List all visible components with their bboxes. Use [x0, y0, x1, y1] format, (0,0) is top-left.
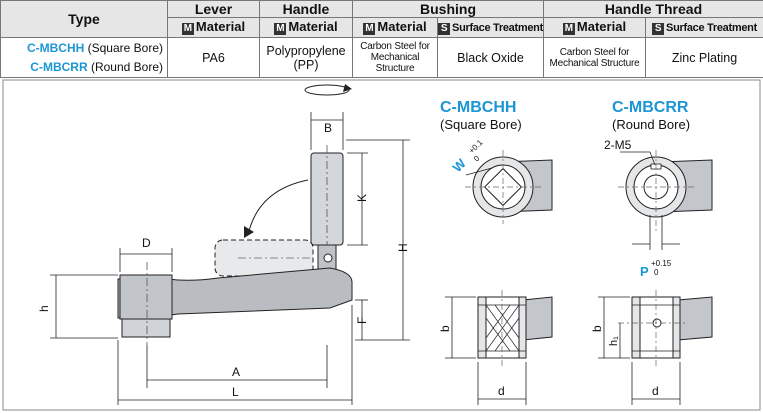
dim-K-label: K — [355, 194, 369, 202]
round-bore-subtitle: (Round Bore) — [612, 117, 690, 132]
square-bore-subtitle: (Square Bore) — [440, 117, 522, 132]
square-bore-title: C-MBCHH — [440, 99, 516, 116]
dim-W-tol-up: +0.1 — [467, 137, 485, 155]
technical-drawing: B K H F h D A L C-MBCHH (Square Bore) W … — [2, 79, 761, 411]
header-type: Type — [0, 0, 168, 38]
header-handle: Handle — [259, 0, 353, 18]
dim-B-label: B — [324, 121, 332, 135]
header-handle-thread: Handle Thread — [543, 0, 763, 18]
lever-material-value: PA6 — [167, 37, 260, 78]
dim-D-label: D — [142, 236, 151, 250]
square-bore-side-view — [477, 290, 553, 366]
grip-folded — [214, 239, 314, 277]
type-cell: C-MBCHH (Square Bore) C-MBCRR (Round Bor… — [0, 37, 168, 78]
material-badge-icon: M — [181, 23, 194, 35]
header-lever: Lever — [167, 0, 260, 18]
product-code: C-MBCRR — [30, 59, 88, 74]
product-code: C-MBCHH — [26, 40, 85, 55]
material-badge-icon: M — [363, 23, 376, 35]
round-bore-side-view — [618, 290, 713, 366]
dim-F-label: F — [355, 317, 369, 324]
dim-H-label: H — [396, 243, 410, 252]
dim-b-square-label: b — [438, 325, 452, 332]
type-row-round: C-MBCRR (Round Bore) — [30, 59, 163, 74]
handle-material-value: Polypropylene(PP) — [259, 37, 353, 78]
dim-h-label: h — [37, 305, 51, 312]
thread-label: 2-M5 — [604, 138, 632, 152]
dim-d-square-label: d — [498, 384, 505, 398]
dimension-lines — [50, 112, 410, 405]
dim-A-label: A — [232, 365, 240, 379]
bushing-surface-value: Black Oxide — [437, 37, 544, 78]
dim-W-label: W — [450, 155, 470, 175]
knob-screw-icon — [323, 253, 333, 263]
type-row-square: C-MBCHH (Square Bore) — [26, 40, 163, 55]
thread-surface-value: Zinc Plating — [645, 37, 763, 78]
rotation-arrow-icon — [304, 84, 350, 96]
dim-d-round-label: d — [652, 384, 659, 398]
spec-table: Type Lever Handle Bushing Handle Thread … — [0, 0, 763, 78]
dim-b-round-label: b — [590, 325, 604, 332]
surface-badge-icon: S — [652, 22, 665, 35]
dim-h1-label: h₁ — [608, 336, 620, 346]
dim-P-tol-up: +0.15 — [651, 259, 672, 268]
surface-badge-icon: S — [438, 22, 451, 35]
round-bore-title: C-MBCRR — [612, 99, 689, 116]
lever-hub — [119, 274, 173, 320]
material-badge-icon: M — [274, 23, 287, 35]
dim-W-tol-low: 0 — [472, 154, 482, 164]
header-bushing: Bushing — [352, 0, 544, 18]
square-bore-top-view — [465, 150, 553, 224]
material-badge-icon: M — [562, 23, 575, 35]
handle-side-view — [117, 84, 353, 345]
dim-P-label: P — [640, 264, 649, 279]
dim-P-tol-low: 0 — [654, 268, 659, 277]
dim-L-label: L — [232, 385, 239, 399]
round-bore-top-view — [618, 150, 713, 250]
swing-arc-arrow-icon — [247, 179, 309, 236]
